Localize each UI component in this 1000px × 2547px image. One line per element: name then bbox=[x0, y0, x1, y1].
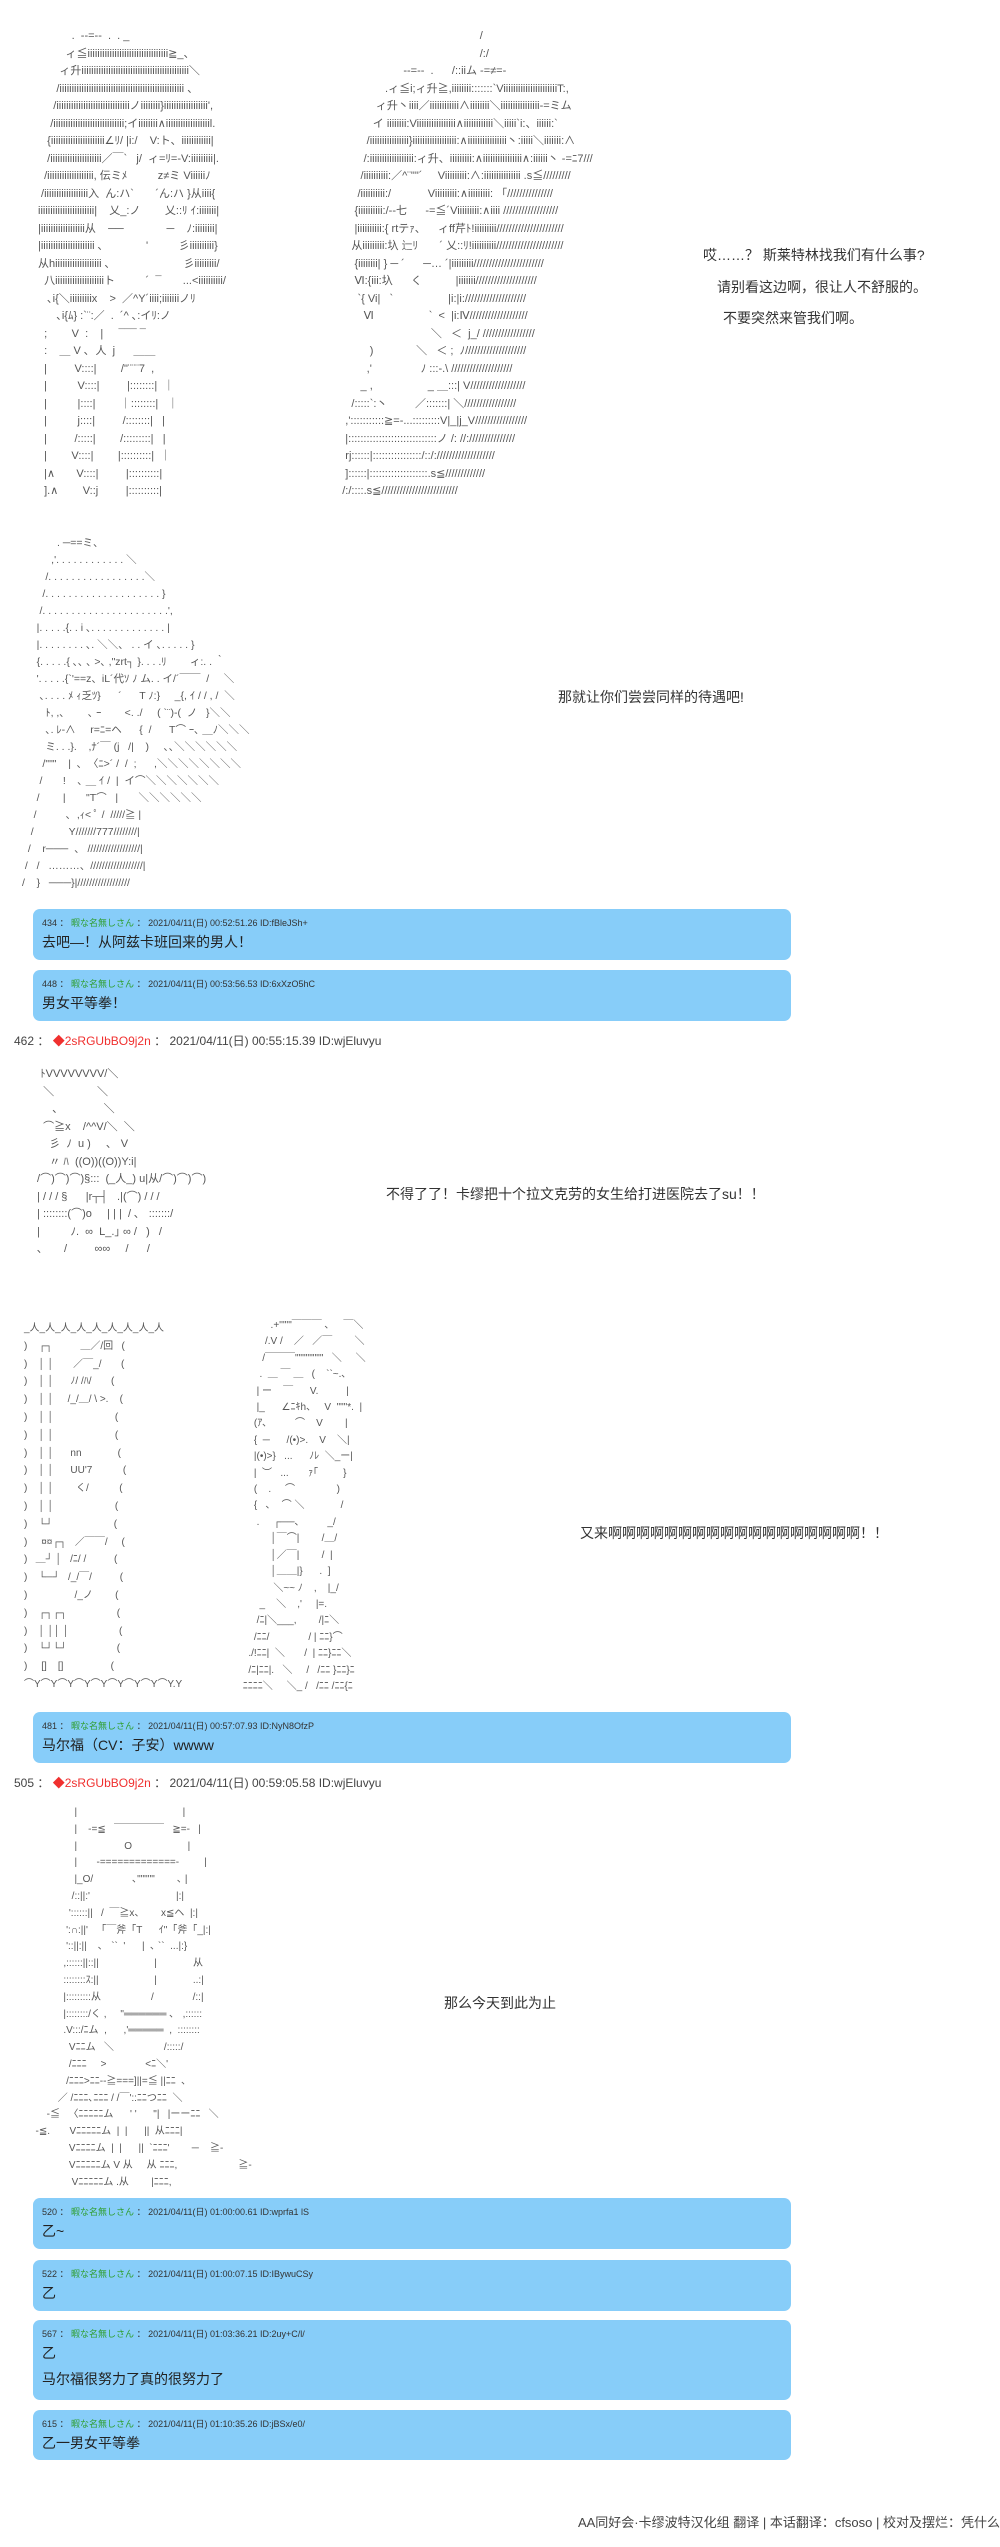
poster-id: ID:wjEluvyu bbox=[318, 1034, 382, 1048]
post-date: 2021/04/11(日) 00:59:05.58 bbox=[169, 1776, 316, 1790]
poster-id: ID:IBywuCSy bbox=[260, 2269, 314, 2279]
separator: ： bbox=[154, 1034, 167, 1048]
response-card: 522 ： 暇な名無しさん ： 2021/04/11(日) 01:00:07.1… bbox=[33, 2260, 791, 2311]
aa-art-girl-left: . --=-- . . _ ィ≦iiiiiiiiiiiiiiiiiiiiiiii… bbox=[38, 30, 226, 497]
response-card: 434 ： 暇な名無しさん ： 2021/04/11(日) 00:52:51.2… bbox=[33, 909, 791, 960]
post-date: 2021/04/11(日) 00:55:15.39 bbox=[169, 1034, 316, 1048]
speech-line: 不得了了！卡缪把十个拉文克劳的女生给打进医院去了su！！ bbox=[386, 1186, 765, 1202]
post-date: 2021/04/11(日) 01:00:00.61 bbox=[148, 2207, 258, 2217]
separator: ： bbox=[57, 1721, 72, 1731]
speech-line: 那就让你们尝尝同样的待遇吧! bbox=[558, 689, 744, 705]
separator: ： bbox=[134, 2419, 149, 2429]
separator: ： bbox=[57, 2329, 72, 2339]
poster-id: ID:wprfa1 lS bbox=[260, 2207, 310, 2217]
response-body: 男女平等拳！ bbox=[42, 995, 126, 1011]
poster-id: ID:2uy+C/l/ bbox=[260, 2329, 305, 2339]
speech-line: 又来啊啊啊啊啊啊啊啊啊啊啊啊啊啊啊啊啊啊！！ bbox=[580, 1525, 888, 1541]
aa-art-sign-panel: _人_人_人_人_人_人_人_人_人 ) ┌┐ ＿／/回 ( ) │ │ ／￣_… bbox=[24, 1323, 183, 1690]
separator: ： bbox=[57, 979, 72, 989]
aa-art-screaming-face: .+'"""￣￣￣ ､ ￣＼ /.V / ／ ／￣ ＼ /￣￣￣""""""""… bbox=[242, 1320, 366, 1692]
post-number[interactable]: 462 bbox=[14, 1034, 35, 1048]
response-card: 615 ： 暇な名無しさん ： 2021/04/11(日) 01:10:35.2… bbox=[33, 2410, 791, 2460]
separator: ： bbox=[37, 1034, 50, 1048]
response-body: 乙 bbox=[42, 2345, 56, 2361]
response-header: 448 ： 暇な名無しさん ： 2021/04/11(日) 00:53:56.5… bbox=[42, 977, 791, 991]
post-date: 2021/04/11(日) 01:03:36.21 bbox=[148, 2329, 258, 2339]
response-header: 481 ： 暇な名無しさん ： 2021/04/11(日) 00:57:07.9… bbox=[42, 1719, 791, 1733]
separator: ： bbox=[134, 918, 149, 928]
response-card: 481 ： 暇な名無しさん ： 2021/04/11(日) 00:57:07.9… bbox=[33, 1712, 791, 1763]
response-body: 马尔福（CV：子安）wwww bbox=[42, 1737, 214, 1753]
post-date: 2021/04/11(日) 01:00:07.15 bbox=[148, 2269, 258, 2279]
post-date: 2021/04/11(日) 00:57:07.93 bbox=[148, 1721, 258, 1731]
poster-id: ID:fBleJSh+ bbox=[260, 918, 308, 928]
poster-name: 暇な名無しさん bbox=[71, 2329, 135, 2339]
post-header: 505 ： ◆2sRGUbBO9j2n ： 2021/04/11(日) 00:5… bbox=[14, 1774, 381, 1791]
response-body: 乙 bbox=[42, 2285, 56, 2301]
poster-name: 暇な名無しさん bbox=[71, 2269, 135, 2279]
response-card: 448 ： 暇な名無しさん ： 2021/04/11(日) 00:53:56.5… bbox=[33, 970, 791, 1021]
response-header: 615 ： 暇な名無しさん ： 2021/04/11(日) 01:10:35.2… bbox=[42, 2417, 791, 2431]
poster-name: 暇な名無しさん bbox=[71, 2207, 135, 2217]
speech-line: 不要突然来管我们啊。 bbox=[723, 310, 863, 326]
response-number[interactable]: 448 bbox=[42, 979, 58, 989]
response-number[interactable]: 520 bbox=[42, 2207, 58, 2217]
separator: ： bbox=[37, 1776, 50, 1790]
speech-line: 请别看这边啊，很让人不舒服的。 bbox=[717, 279, 927, 295]
response-body: 去吧—！从阿兹卡班回来的男人！ bbox=[42, 934, 252, 950]
separator: ： bbox=[57, 2269, 72, 2279]
response-body: 马尔福很努力了真的很努力了 bbox=[42, 2371, 224, 2387]
poster-tripcode: ◆2sRGUbBO9j2n bbox=[52, 1776, 151, 1790]
aa-art-girl-right: / /:/ --=-- . /::iiム -=≠=- .ィ≦i;ィ升≧,iiii… bbox=[342, 30, 593, 497]
response-header: 567 ： 暇な名無しさん ： 2021/04/11(日) 01:03:36.2… bbox=[42, 2327, 791, 2341]
poster-name: 暇な名無しさん bbox=[71, 2419, 135, 2429]
separator: ： bbox=[134, 2269, 149, 2279]
aa-art-malfoy-pointing: . ─==ミ、 ,'. . . . . . . . . . . . ＼ /. .… bbox=[22, 537, 250, 889]
response-body: 乙一男女平等拳 bbox=[42, 2435, 140, 2451]
poster-id: ID:jBSx/e0/ bbox=[260, 2419, 306, 2429]
response-number[interactable]: 615 bbox=[42, 2419, 58, 2429]
poster-id: ID:wjEluvyu bbox=[318, 1776, 382, 1790]
post-date: 2021/04/11(日) 01:10:35.26 bbox=[148, 2419, 258, 2429]
response-number[interactable]: 567 bbox=[42, 2329, 58, 2339]
poster-id: ID:6xXzO5hC bbox=[260, 979, 316, 989]
response-number[interactable]: 522 bbox=[42, 2269, 58, 2279]
response-card: 520 ： 暇な名無しさん ： 2021/04/11(日) 01:00:00.6… bbox=[33, 2198, 791, 2249]
separator: ： bbox=[134, 2207, 149, 2217]
poster-name: 暇な名無しさん bbox=[71, 1721, 135, 1731]
response-header: 522 ： 暇な名無しさん ： 2021/04/11(日) 01:00:07.1… bbox=[42, 2267, 791, 2281]
separator: ： bbox=[57, 2207, 72, 2217]
post-date: 2021/04/11(日) 00:52:51.26 bbox=[148, 918, 258, 928]
poster-name: 暇な名無しさん bbox=[71, 918, 135, 928]
response-card: 567 ： 暇な名無しさん ： 2021/04/11(日) 01:03:36.2… bbox=[33, 2320, 791, 2400]
post-header: 462 ： ◆2sRGUbBO9j2n ： 2021/04/11(日) 00:5… bbox=[14, 1032, 381, 1049]
post-number[interactable]: 505 bbox=[14, 1776, 35, 1790]
aa-art-shocked-face: ﾄVVVVVVVV/＼ ＼ ＼ ､ ＼ ⌒≧x /^^V/＼ ＼ 彡 ﾉ u )… bbox=[37, 1068, 207, 1255]
separator: ： bbox=[154, 1776, 167, 1790]
response-number[interactable]: 434 bbox=[42, 918, 58, 928]
separator: ： bbox=[134, 979, 149, 989]
response-header: 434 ： 暇な名無しさん ： 2021/04/11(日) 00:52:51.2… bbox=[42, 916, 791, 930]
translation-credits: AA同好会·卡缪波特汉化组 翻译 | 本话翻译：cfsoso | 校对及摆烂：凭… bbox=[577, 2515, 1000, 2530]
response-body: 乙~ bbox=[42, 2223, 65, 2239]
response-number[interactable]: 481 bbox=[42, 1721, 58, 1731]
separator: ： bbox=[134, 1721, 149, 1731]
response-header: 520 ： 暇な名無しさん ： 2021/04/11(日) 01:00:00.6… bbox=[42, 2205, 791, 2219]
separator: ： bbox=[134, 2329, 149, 2339]
aa-art-closing-figure: | | | -=≦ ￣￣￣￣￣ ≧=- | | O | | -=========… bbox=[35, 1807, 252, 2188]
separator: ： bbox=[57, 2419, 72, 2429]
speech-line: 那么今天到此为止 bbox=[444, 1995, 556, 2011]
poster-id: ID:NyN8OfzP bbox=[260, 1721, 315, 1731]
separator: ： bbox=[57, 918, 72, 928]
poster-tripcode: ◆2sRGUbBO9j2n bbox=[52, 1034, 151, 1048]
post-date: 2021/04/11(日) 00:53:56.53 bbox=[148, 979, 258, 989]
speech-line: 哎……？ 斯莱特林找我们有什么事? bbox=[703, 247, 925, 263]
poster-name: 暇な名無しさん bbox=[71, 979, 135, 989]
